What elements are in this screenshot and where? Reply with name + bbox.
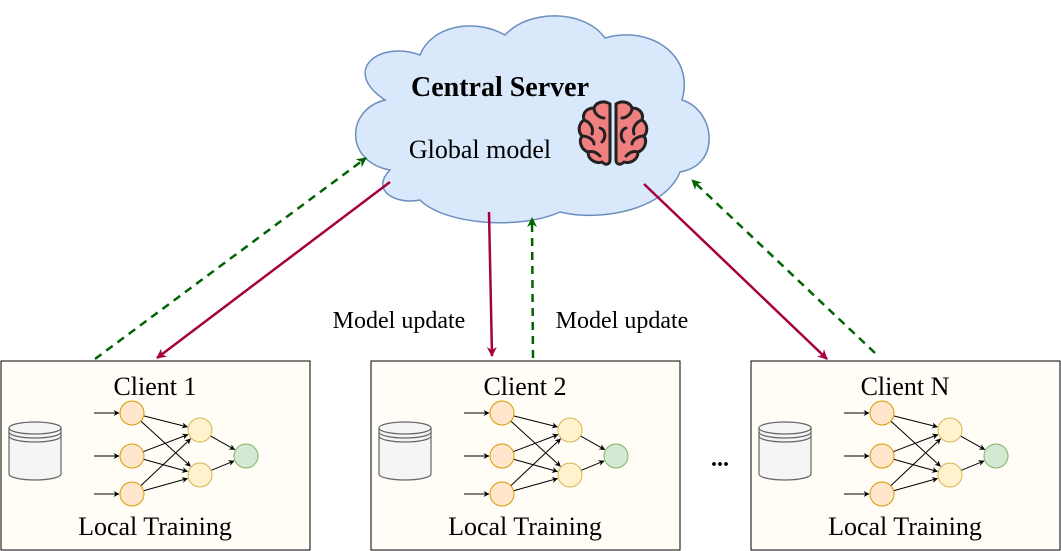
edge-input-hidden (143, 458, 189, 473)
edge-input-hidden (143, 477, 189, 492)
edge-hidden-output (960, 460, 985, 471)
hidden-node (557, 462, 583, 488)
output-node (233, 443, 259, 469)
server-title: Central Server (411, 72, 589, 103)
edge-input-hidden (143, 433, 189, 453)
input-node (119, 400, 145, 426)
hidden-node (937, 462, 963, 488)
hidden-node (187, 462, 213, 488)
edge-hidden-output (960, 435, 986, 451)
edge-input-hidden (890, 438, 941, 487)
edge-input-hidden (513, 415, 558, 429)
upload-arrow-client-2 (527, 217, 538, 359)
clients: Client 1 Local Training Client 2 Local Trai… (0, 360, 1061, 551)
edge-input-hidden (893, 433, 939, 453)
edge-input-hidden (140, 438, 191, 487)
client-1-footer: Local Training (78, 512, 232, 541)
input-node (119, 443, 145, 469)
client-n-title: Client N (861, 372, 950, 401)
client-2-footer: Local Training (448, 512, 602, 541)
upload-arrow-client-n (691, 179, 876, 354)
output-node (983, 443, 1009, 469)
client-2-title: Client 2 (483, 372, 566, 401)
neural-network (94, 400, 259, 507)
database-icon (8, 421, 62, 481)
input-node (869, 400, 895, 426)
edge-input-hidden (513, 458, 559, 473)
edge-input-hidden (893, 477, 939, 492)
edge-input-hidden (893, 415, 938, 429)
client-2-box: Client 2 Local Training (370, 360, 681, 551)
model-update-label-right: Model update (556, 308, 689, 334)
cloud-shape (354, 15, 710, 224)
model-update-label-left: Model update (333, 308, 466, 334)
server-subtitle: Global model (409, 135, 551, 164)
edge-input-hidden (513, 477, 559, 492)
client-1-box: Client 1 Local Training (0, 360, 311, 551)
download-arrow-client-n (643, 183, 828, 360)
client-1-title: Client 1 (113, 372, 196, 401)
database-icon (758, 421, 812, 481)
output-node (603, 443, 629, 469)
client-n-footer: Local Training (828, 512, 982, 541)
download-arrow-client-1 (156, 181, 391, 359)
edge-hidden-output (210, 435, 236, 451)
input-node (119, 481, 145, 507)
neural-network (464, 400, 629, 507)
edge-input-hidden (893, 458, 939, 473)
hidden-node (187, 417, 213, 443)
input-node (489, 400, 515, 426)
upload-arrow-client-1 (94, 156, 367, 361)
edge-input-hidden (510, 438, 561, 487)
central-server: Central Server Global model (354, 15, 710, 224)
brain-icon (577, 100, 649, 166)
input-node (869, 481, 895, 507)
neural-network (844, 400, 1009, 507)
database-icon (378, 421, 432, 481)
hidden-node (937, 417, 963, 443)
edge-input-hidden (143, 415, 188, 429)
input-node (489, 443, 515, 469)
edge-hidden-output (580, 460, 605, 471)
input-node (869, 443, 895, 469)
edge-hidden-output (210, 460, 235, 471)
input-node (489, 481, 515, 507)
client-n-box: Client N Local Training (750, 360, 1061, 551)
edge-input-hidden (513, 433, 559, 453)
ellipsis: ... (711, 446, 729, 472)
edge-hidden-output (580, 435, 606, 451)
hidden-node (557, 417, 583, 443)
download-arrow-client-2 (486, 211, 497, 357)
